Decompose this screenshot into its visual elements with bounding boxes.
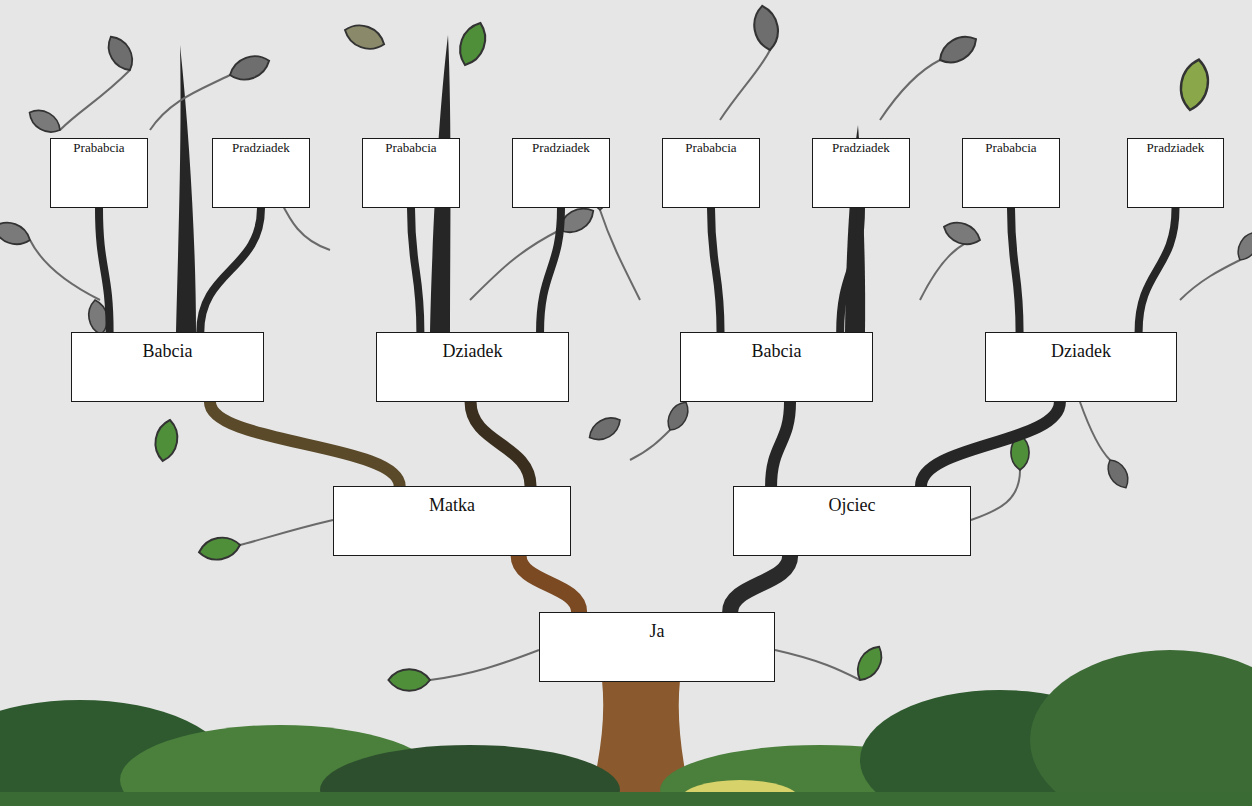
leaf bbox=[751, 4, 782, 52]
tree-branch bbox=[711, 208, 721, 332]
node-label: Ojciec bbox=[734, 487, 970, 516]
self-box: Ja bbox=[539, 612, 775, 682]
vine bbox=[430, 650, 539, 680]
tree-branch bbox=[471, 402, 531, 486]
branch-spike bbox=[176, 45, 196, 332]
node-label: Prababcia bbox=[963, 139, 1059, 156]
leaves bbox=[0, 4, 1252, 691]
node-label: Babcia bbox=[681, 333, 872, 362]
leaf bbox=[1233, 228, 1252, 264]
vine bbox=[775, 650, 860, 680]
leaf bbox=[454, 19, 491, 69]
parent-box: Matka bbox=[333, 486, 571, 556]
leaf bbox=[941, 218, 984, 250]
tree-branch bbox=[1011, 208, 1020, 332]
vine bbox=[1180, 260, 1240, 300]
node-label: Babcia bbox=[72, 333, 263, 362]
leaf bbox=[152, 418, 180, 463]
parent-box: Ojciec bbox=[733, 486, 971, 556]
leaf bbox=[341, 20, 387, 54]
tree-branch bbox=[840, 208, 861, 332]
node-label: Pradziadek bbox=[213, 139, 309, 156]
vine bbox=[880, 60, 940, 120]
vine bbox=[30, 240, 100, 300]
leaf bbox=[585, 412, 625, 445]
leaf bbox=[663, 398, 693, 434]
leaf bbox=[935, 30, 982, 69]
grandparent-box: Dziadek bbox=[985, 332, 1177, 402]
vine bbox=[920, 240, 980, 300]
tree-branch bbox=[1139, 208, 1176, 332]
vines bbox=[30, 50, 1240, 680]
tree-branch bbox=[730, 556, 790, 612]
tree-branch bbox=[519, 556, 579, 612]
leaf bbox=[0, 218, 33, 250]
node-label: Prababcia bbox=[51, 139, 147, 156]
vine bbox=[720, 50, 770, 120]
leaf bbox=[388, 669, 430, 690]
great-grandparent-box: Prababcia bbox=[662, 138, 760, 208]
great-grandparent-box: Prababcia bbox=[50, 138, 148, 208]
leaf bbox=[102, 32, 138, 75]
vine bbox=[630, 430, 670, 460]
vine bbox=[600, 210, 640, 300]
leaf bbox=[1103, 456, 1133, 492]
vine bbox=[971, 470, 1020, 520]
great-grandparent-box: Pradziadek bbox=[812, 138, 910, 208]
great-grandparent-box: Prababcia bbox=[362, 138, 460, 208]
vine bbox=[240, 520, 333, 545]
grandparent-box: Dziadek bbox=[376, 332, 569, 402]
vine bbox=[1080, 402, 1110, 460]
great-grandparent-box: Pradziadek bbox=[1127, 138, 1224, 208]
vine bbox=[60, 70, 130, 130]
tree-branch bbox=[411, 208, 420, 332]
node-label: Dziadek bbox=[377, 333, 568, 362]
node-label: Prababcia bbox=[663, 139, 759, 156]
tree-branch bbox=[99, 208, 110, 332]
grandparent-box: Babcia bbox=[71, 332, 264, 402]
tree-branch bbox=[540, 208, 561, 332]
ground bbox=[0, 792, 1252, 806]
leaf bbox=[851, 642, 887, 685]
great-grandparent-box: Pradziadek bbox=[512, 138, 610, 208]
leaf bbox=[226, 51, 272, 85]
tree-branch bbox=[921, 402, 1060, 486]
leaf bbox=[25, 105, 65, 138]
tree-branch bbox=[200, 208, 261, 332]
leaf bbox=[1177, 57, 1212, 112]
leaf bbox=[197, 534, 242, 562]
node-label: Pradziadek bbox=[1128, 139, 1223, 156]
great-grandparent-box: Prababcia bbox=[962, 138, 1060, 208]
grandparent-box: Babcia bbox=[680, 332, 873, 402]
tree-branch bbox=[210, 402, 400, 486]
great-grandparent-box: Pradziadek bbox=[212, 138, 310, 208]
node-label: Pradziadek bbox=[513, 139, 609, 156]
tree-branch bbox=[771, 402, 790, 486]
node-label: Dziadek bbox=[986, 333, 1176, 362]
node-label: Prababcia bbox=[363, 139, 459, 156]
node-label: Matka bbox=[334, 487, 570, 516]
node-label: Pradziadek bbox=[813, 139, 909, 156]
vine bbox=[150, 75, 230, 130]
node-label: Ja bbox=[540, 613, 774, 642]
bush bbox=[1030, 650, 1252, 806]
